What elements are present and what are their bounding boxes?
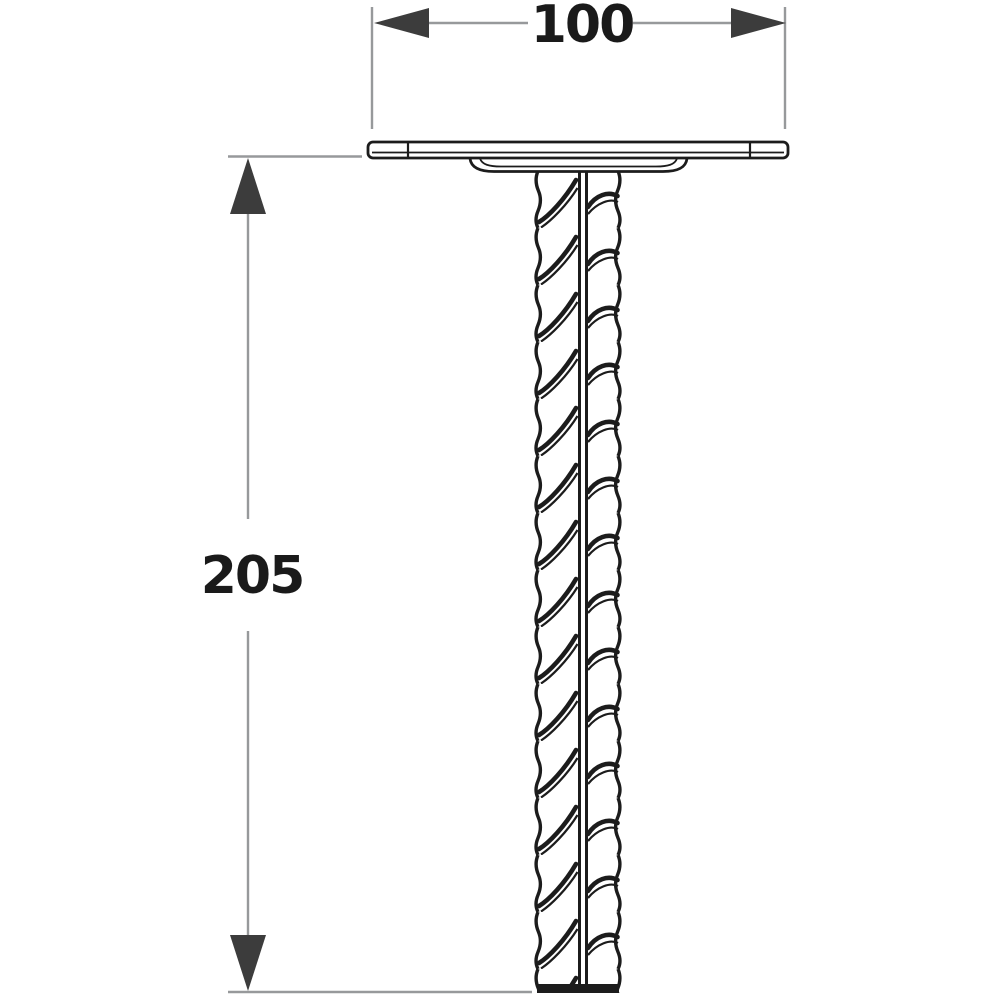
arrowhead-up-icon bbox=[230, 158, 266, 214]
baseplate bbox=[366, 140, 790, 160]
collar-inner-edge bbox=[479, 158, 678, 168]
plate-width-value: 100 bbox=[530, 0, 636, 55]
arrowhead-left-icon bbox=[374, 8, 429, 38]
arrowhead-right-icon bbox=[731, 8, 786, 38]
anchor-length-value: 205 bbox=[200, 546, 306, 606]
arrowhead-down-icon bbox=[230, 935, 266, 991]
rebar-shaft bbox=[534, 171, 622, 993]
anchor-part bbox=[366, 140, 790, 993]
collar-outer-edge bbox=[468, 158, 689, 173]
length-dimension bbox=[228, 155, 532, 994]
width-dimension bbox=[370, 7, 787, 129]
